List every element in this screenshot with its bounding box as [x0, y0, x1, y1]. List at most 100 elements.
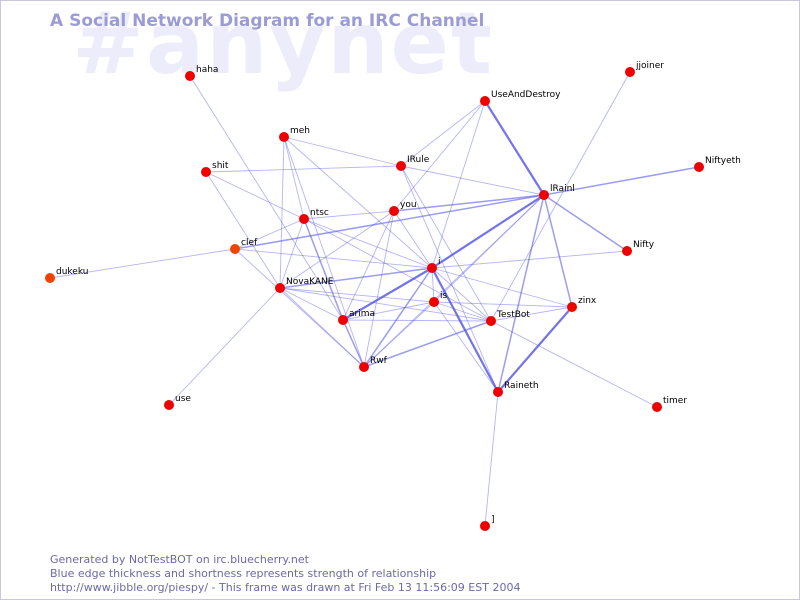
node-jjoiner: jjoiner	[625, 61, 664, 77]
edge-i-zinx	[431, 267, 573, 308]
footer-legend-note: Blue edge thickness and shortness repres…	[50, 567, 437, 580]
node-ntsc: ntsc	[299, 208, 329, 224]
edge-you-i	[393, 210, 433, 269]
edge-arima-rwf	[342, 319, 365, 368]
node-bracket: ]	[480, 515, 495, 531]
edge-clef-irainl	[234, 194, 545, 250]
footer: Generated by NotTestBOT on irc.bluecherr…	[50, 553, 520, 595]
edge-ntsc-i	[303, 218, 433, 269]
edge-testbot-timer	[490, 320, 658, 408]
node-haha: haha	[185, 65, 218, 81]
node-label: TestBot	[496, 310, 530, 320]
node-dot	[622, 246, 632, 256]
node-label: is	[440, 291, 448, 301]
edge-testbot-zinx	[490, 306, 573, 322]
footer-generated-by: Generated by NotTestBOT on irc.bluecherr…	[50, 553, 309, 566]
edge-novakane-you	[279, 210, 395, 289]
node-dot	[164, 400, 174, 410]
node-label: ]	[491, 515, 495, 525]
node-label: timer	[663, 396, 687, 406]
node-dot	[480, 96, 490, 106]
edge-i-arima	[342, 267, 433, 321]
edge-ntsc-novakane	[279, 218, 305, 289]
node-label: ntsc	[310, 208, 329, 218]
node-dot	[652, 402, 662, 412]
nodes-layer: hahamehshitntscclefdukekuNovaKANEuseUseA…	[45, 61, 741, 531]
edge-useanddestroy-you	[393, 100, 486, 212]
node-label: use	[175, 394, 191, 404]
edges-layer	[49, 71, 700, 527]
edge-novakane-testbot	[279, 287, 492, 322]
node-dukeku: dukeku	[45, 267, 88, 283]
node-rwf: Rwf	[359, 356, 388, 372]
edge-is-rwf	[363, 301, 435, 368]
node-nifty: Nifty	[622, 240, 655, 256]
node-label: clef	[241, 238, 258, 248]
edge-irainl-niftyeth	[543, 166, 700, 196]
node-use: use	[164, 394, 191, 410]
node-label: jjoiner	[635, 61, 664, 71]
node-dot	[279, 132, 289, 142]
edge-irainl-raineth	[497, 194, 545, 393]
node-dot	[389, 206, 399, 216]
edge-novakane-rwf	[279, 287, 365, 368]
edge-useanddestroy-irule	[400, 100, 486, 167]
edge-you-rwf	[363, 210, 395, 368]
edge-i-rwf	[363, 267, 433, 368]
node-dot	[539, 190, 549, 200]
edge-clef-dukeku	[49, 248, 236, 279]
edge-meh-i	[283, 136, 433, 269]
node-irainl: lRainl	[539, 184, 575, 200]
edge-novakane-is	[279, 287, 435, 303]
edge-meh-ntsc	[283, 136, 305, 220]
diagram-title: A Social Network Diagram for an IRC Chan…	[50, 11, 485, 31]
node-dot	[486, 316, 496, 326]
node-you: you	[389, 200, 417, 216]
node-dot	[201, 167, 211, 177]
channel-watermark: #anynet	[72, 0, 495, 94]
edge-novakane-i	[279, 267, 433, 289]
node-label: zinx	[578, 296, 597, 306]
node-testbot: TestBot	[486, 310, 530, 326]
edge-irainl-nifty	[543, 194, 628, 252]
node-zinx: zinx	[567, 296, 597, 312]
node-dot	[338, 315, 348, 325]
footer-url-timestamp: http://www.jibble.org/piespy/ - This fra…	[50, 581, 521, 594]
edge-clef-rwf	[234, 248, 365, 368]
edge-you-irainl	[393, 194, 545, 212]
edge-jjoiner-testbot	[490, 71, 631, 322]
edge-arima-testbot	[342, 319, 492, 322]
edge-is-arima	[342, 301, 435, 321]
edge-is-raineth	[433, 301, 499, 393]
edge-ntsc-clef	[234, 218, 305, 250]
node-dot	[625, 67, 635, 77]
edge-irainl-i	[431, 194, 545, 269]
edge-meh-novakane	[279, 136, 285, 289]
edge-meh-rwf	[283, 136, 365, 368]
edge-is-zinx	[433, 301, 573, 308]
edge-i-is	[431, 267, 435, 303]
node-arima: arima	[338, 309, 375, 325]
edge-irainl-zinx	[543, 194, 573, 308]
node-dot	[396, 161, 406, 171]
node-label: you	[400, 200, 417, 210]
edge-shit-irule	[205, 165, 402, 173]
edge-shit-ntsc	[205, 171, 305, 220]
node-shit: shit	[201, 161, 229, 177]
node-dot	[299, 214, 309, 224]
edge-useanddestroy-i	[431, 100, 486, 269]
node-irule: IRule	[396, 155, 430, 171]
node-label: IRule	[407, 155, 430, 165]
edge-haha-arima	[189, 75, 344, 321]
node-label: Nifty	[633, 240, 655, 250]
edge-irule-raineth	[400, 165, 499, 393]
node-dot	[275, 283, 285, 293]
node-label: dukeku	[56, 267, 88, 277]
node-meh: meh	[279, 126, 310, 142]
node-label: shit	[212, 161, 229, 171]
node-label: NovaKANE	[286, 277, 334, 287]
node-novakane: NovaKANE	[275, 277, 334, 293]
node-label: haha	[196, 65, 218, 75]
edge-ntsc-testbot	[303, 218, 492, 322]
